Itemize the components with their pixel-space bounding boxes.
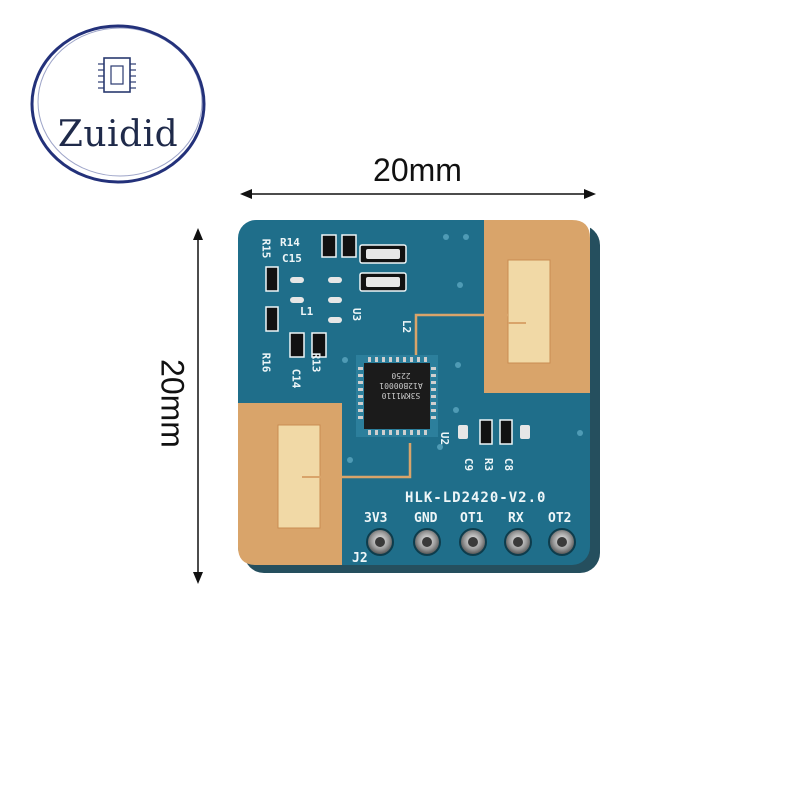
ref-r13: R13 <box>309 352 323 373</box>
ref-l2: L2 <box>400 319 414 334</box>
ref-r3: R3 <box>482 457 496 472</box>
ref-c9: C9 <box>462 457 476 472</box>
width-dimension-label: 20mm <box>373 152 462 188</box>
height-dimension-label: 20mm <box>154 359 191 448</box>
height-dimension-arrow <box>193 228 203 584</box>
radar-chip <box>356 355 438 437</box>
pin-label-gnd: GND <box>414 511 438 526</box>
pin-label-ot2: OT2 <box>548 511 572 526</box>
ref-c8: C8 <box>502 457 516 472</box>
chip-marking: S3KM1110 A12B00001 2250 <box>379 371 423 400</box>
connector-label: J2 <box>352 551 368 566</box>
ref-r16: R16 <box>259 352 273 373</box>
brand-name: Zuidid <box>57 114 179 155</box>
brand-logo: Zuidid <box>28 22 208 186</box>
ref-c14: C14 <box>289 368 303 389</box>
ref-u2: U2 <box>438 431 452 446</box>
board-model-label: HLK-LD2420-V2.0 <box>405 490 547 506</box>
pin-label-3v3: 3V3 <box>364 511 388 526</box>
pin-label-ot1: OT1 <box>460 511 484 526</box>
pin-label-rx: RX <box>508 511 524 526</box>
logo-ring <box>30 24 206 184</box>
ref-r14: R14 <box>280 236 300 249</box>
ref-r15: R15 <box>259 238 273 259</box>
chip-icon <box>98 57 136 93</box>
ref-c15: C15 <box>282 252 302 265</box>
ref-l1: L1 <box>300 305 314 318</box>
radar-module-board <box>238 220 600 573</box>
header-pins <box>366 528 576 556</box>
width-dimension-arrow <box>240 189 596 199</box>
ref-u3: U3 <box>350 307 364 322</box>
